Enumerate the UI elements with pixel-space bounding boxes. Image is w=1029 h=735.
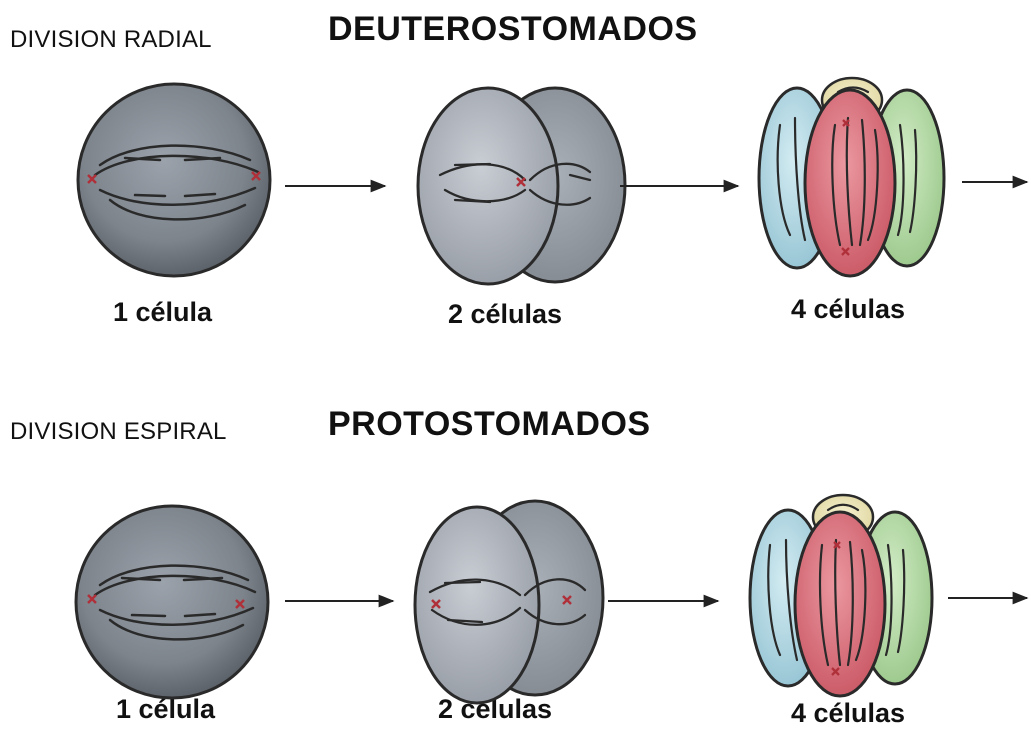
- protostome-title: PROTOSTOMADOS: [328, 405, 651, 443]
- deuterostome-title: DEUTEROSTOMADOS: [328, 10, 698, 48]
- one-cell-zygote-top: [76, 82, 272, 278]
- two-cell-stage-top: [416, 86, 627, 286]
- mitotic-spindle-icon: [93, 144, 260, 221]
- stage-caption-2-cells-top: 2 células: [448, 299, 563, 329]
- one-cell-zygote-bottom: [74, 504, 270, 700]
- stage-caption-1-cell-top: 1 célula: [113, 297, 213, 327]
- four-cell-stage-bottom: [748, 493, 934, 698]
- division-radial-label: DIVISION RADIAL: [10, 26, 212, 53]
- stage-caption-4-cells-bottom: 4 células: [791, 698, 906, 728]
- division-spiral-label: DIVISION ESPIRAL: [10, 418, 227, 445]
- centrosome-icon: [87, 171, 261, 184]
- four-cell-stage-top: [757, 76, 946, 278]
- stage-caption-4-cells-top: 4 células: [791, 294, 906, 324]
- two-cell-stage-bottom: [413, 499, 605, 705]
